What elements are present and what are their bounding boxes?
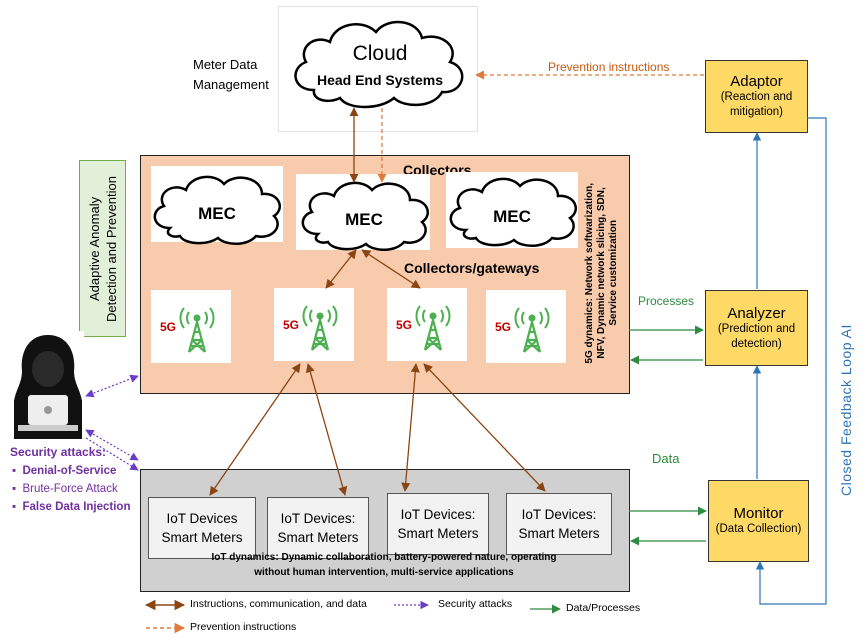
legend-brown-text: Instructions, communication, and data [190,598,367,610]
data-label: Data [652,451,680,466]
mec-label-3: MEC [493,207,531,226]
monitor-sub1: (Data Collection) [715,523,802,535]
mec-label-2: MEC [345,210,383,229]
security-item-dos-label: Denial-of-Service [22,465,117,477]
legend-purple-text: Security attacks [438,598,513,610]
iot-device-3-line2: Smart Meters [397,526,479,541]
cloud-icon [301,181,429,251]
5g-dyn-line3: Service customization [608,220,619,327]
security-item-bruteforce-label: Brute-Force Attack [22,483,118,495]
iot-device-box-1: IoT Devices Smart Meters [148,497,256,559]
legend-green-text: Data/Processes [566,602,641,614]
antenna-tower-icon [302,304,338,352]
mec-label-1: MEC [198,204,236,223]
security-list: ▪ Denial-of-Service ▪ Brute-Force Attack… [12,462,130,516]
iot-device-2-line1: IoT Devices: [280,511,356,526]
security-item-fdi-label: False Data Injection [22,501,131,513]
legend-orange-text: Prevention instructions [190,621,297,633]
hacker-icon [12,331,84,441]
iot-device-box-2: IoT Devices: Smart Meters [267,497,369,559]
5g-dyn-line2: NFV, Dynamic network slicing, SDN, [596,187,607,360]
adaptor-sub1: (Reaction and [720,91,793,103]
antenna-tower-icon [514,306,550,354]
iot-device-4-line1: IoT Devices: [521,507,597,522]
cloud-icon [449,177,577,247]
iot-device-4-line2: Smart Meters [518,526,600,541]
iot-dyn-line1: IoT dynamics: Dynamic collaboration, bat… [211,552,557,563]
processes-label: Processes [638,294,695,308]
monitor-title: Monitor [733,505,784,522]
tower-label-3: 5G [396,318,413,332]
analyzer-sub2: detection) [731,337,782,350]
adaptive-anomaly-label: Adaptive Anomaly Detection and Preventio… [79,160,126,337]
iot-device-3-line1: IoT Devices: [400,507,476,522]
iot-dyn-line2: without human intervention, multi-servic… [254,567,514,578]
5g-dynamics-inner: 5G dynamics: Network softwarization, NFV… [584,183,620,364]
adaptor-box: Adaptor (Reaction and mitigation) [705,60,808,133]
iot-device-2-line2: Smart Meters [277,530,359,545]
cloud-title: Cloud [352,42,408,65]
iot-dynamics-text: IoT dynamics: Dynamic collaboration, bat… [148,550,620,580]
analyzer-title: Analyzer [727,304,786,322]
cloud-icon [153,175,281,245]
adaptor-sub2: mitigation) [729,106,784,118]
security-item-fdi: ▪ False Data Injection [12,501,131,513]
tower-label-4: 5G [495,320,512,334]
security-title: Security attacks: [10,445,107,459]
analyzer-sub1: (Prediction and [717,322,796,335]
meter-label-line2: Management [193,77,269,92]
adaptor-title: Adaptor [730,73,783,90]
iot-device-1-line1: IoT Devices [166,511,238,526]
prevention-label: Prevention instructions [548,60,670,74]
analyzer-box: Analyzer (Prediction and detection) [705,290,808,366]
5g-dynamics-text: 5G dynamics: Network softwarization, NFV… [578,157,626,390]
antenna-tower-icon [415,304,451,352]
antenna-tower-icon [179,306,215,354]
meter-data-label: Meter Data Management [193,55,293,95]
tower-label-1: 5G [160,320,177,334]
monitor-box: Monitor (Data Collection) [708,480,809,562]
security-item-bruteforce: ▪ Brute-Force Attack [12,483,118,495]
tower-label-2: 5G [283,318,300,332]
gateways-title: Collectors/gateways [404,260,540,276]
iot-device-1-line2: Smart Meters [161,530,243,545]
cloud-icon [294,20,464,109]
closed-loop-label: Closed Feedback Loop AI [838,324,854,496]
cloud-subtitle: Head End Systems [316,72,444,88]
iot-device-box-3: IoT Devices: Smart Meters [387,493,489,555]
meter-label-line1: Meter Data [193,57,258,72]
5g-dyn-line1: 5G dynamics: Network softwarization, [584,183,595,364]
iot-device-box-4: IoT Devices: Smart Meters [506,493,612,555]
security-item-dos: ▪ Denial-of-Service [12,465,117,477]
